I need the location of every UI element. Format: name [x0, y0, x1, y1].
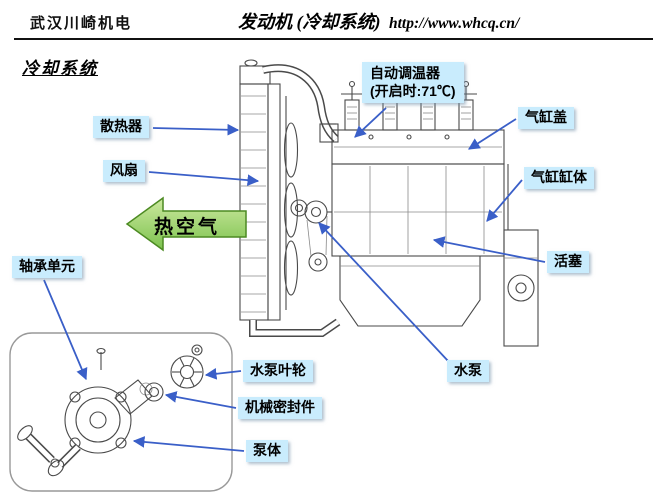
line-impeller [204, 367, 242, 380]
company-name: 武汉川崎机电 [30, 16, 133, 32]
callout-fan: 风扇 [103, 160, 145, 182]
radiator-drawing [239, 59, 281, 321]
line-fan [148, 171, 260, 186]
line-radiator [152, 123, 240, 136]
fan-drawing [283, 96, 308, 310]
callout-cylinder-block: 气缸缸体 [524, 167, 594, 189]
callout-radiator: 散热器 [93, 116, 149, 138]
thermostat-drawing [319, 123, 339, 143]
callout-thermostat-line1: 自动调温器 [370, 65, 440, 81]
callout-mechanical-seal: 机械密封件 [238, 397, 322, 419]
callout-pump-body: 泵体 [246, 440, 288, 462]
line-cylinder-block [486, 179, 523, 222]
section-title: 冷却系统 [22, 59, 98, 78]
hot-air-label: 热空气 [154, 217, 221, 238]
bearing-shaft-drawing [17, 425, 60, 468]
callout-lines [43, 107, 546, 452]
callout-cylinder-head: 气缸盖 [518, 107, 574, 129]
callout-thermostat-line2: (开启时:71℃) [370, 82, 456, 99]
callout-thermostat: 自动调温器 (开启时:71℃) [362, 62, 464, 103]
cylinder-block-drawing [331, 163, 505, 257]
line-cylinder-head [468, 118, 517, 150]
pump-body-drawing [47, 379, 153, 477]
hot-air-arrow [125, 196, 247, 252]
callout-impeller: 水泵叶轮 [243, 360, 313, 382]
water-pump-exploded-view [9, 332, 233, 492]
line-piston [432, 236, 546, 263]
slide-title-text: 发动机 (冷却系统) [238, 12, 381, 32]
oil-pan-drawing [339, 256, 481, 327]
line-mechanical-seal [164, 391, 237, 409]
line-water-pump [318, 222, 450, 363]
header-divider [14, 38, 653, 40]
slide-title: 发动机 (冷却系统) http://www.whcq.cn/ [238, 8, 519, 34]
line-thermostat [354, 107, 387, 138]
line-pump-body [132, 436, 245, 452]
callout-piston: 活塞 [547, 251, 589, 273]
line-bearing-unit [43, 279, 88, 381]
mechanical-seal-drawing [144, 382, 164, 402]
website-url: http://www.whcq.cn/ [389, 15, 520, 32]
callout-bearing-unit: 轴承单元 [12, 256, 82, 278]
impeller-drawing [170, 344, 204, 389]
callout-water-pump: 水泵 [447, 360, 489, 382]
pulley-belt-drawing [304, 200, 332, 272]
engine-drawing [239, 59, 539, 347]
